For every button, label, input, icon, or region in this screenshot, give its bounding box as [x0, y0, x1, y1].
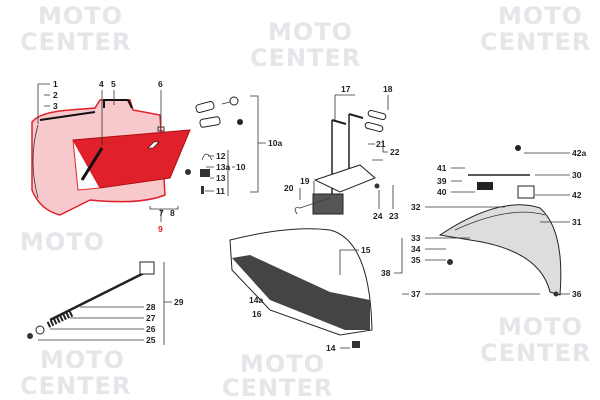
part-label-21: 21	[376, 139, 386, 149]
watermark-text: CENTER	[20, 372, 131, 400]
watermark-text: CENTER	[480, 339, 591, 367]
part-label-22: 22	[390, 147, 400, 157]
part-label-38: 38	[381, 268, 391, 278]
leader-lines	[37, 83, 570, 349]
leg-shield	[229, 228, 373, 348]
part-label-10: 10	[236, 162, 246, 172]
part-label-3: 3	[53, 101, 58, 111]
part-label-40: 40	[437, 187, 447, 197]
glovebox-assembly	[31, 99, 191, 216]
part-label-24: 24	[373, 211, 383, 221]
part-label-35: 35	[411, 255, 421, 265]
part-label-2: 2	[53, 90, 58, 100]
part-label-10a: 10a	[268, 138, 282, 148]
part-label-5: 5	[111, 79, 116, 89]
part-label-37: 37	[411, 289, 421, 299]
part-label-42: 42	[572, 190, 582, 200]
watermark-text: MOTO	[240, 350, 325, 378]
part-label-34: 34	[411, 244, 421, 254]
part-label-23: 23	[389, 211, 399, 221]
part-label-12: 12	[216, 151, 226, 161]
part-label-20: 20	[284, 183, 294, 193]
part-label-7: 7	[159, 208, 164, 218]
part-label-14a: 14a	[249, 295, 263, 305]
part-label-33: 33	[411, 233, 421, 243]
watermark-text: MOTO	[38, 2, 123, 30]
part-label-17: 17	[341, 84, 351, 94]
part-label-29: 29	[174, 297, 184, 307]
part-label-11: 11	[216, 186, 225, 196]
watermark-text: MOTO	[498, 2, 583, 30]
part-label-18: 18	[383, 84, 393, 94]
part-label-19: 19	[300, 176, 310, 186]
watermark-text: MOTO	[40, 346, 125, 374]
part-label-39: 39	[437, 176, 447, 186]
part-label-4: 4	[99, 79, 104, 89]
watermark-text: CENTER	[250, 44, 361, 72]
part-label-36: 36	[572, 289, 582, 299]
part-label-16: 16	[252, 309, 262, 319]
kickstart	[27, 261, 155, 339]
part-label-8: 8	[170, 208, 175, 218]
center-bracket	[294, 109, 387, 215]
part-label-9: 9	[158, 224, 163, 234]
part-label-15: 15	[361, 245, 371, 255]
part-label-13a: 13a	[216, 162, 230, 172]
part-label-31: 31	[572, 217, 582, 227]
part-label-13: 13	[216, 173, 226, 183]
part-label-41: 41	[437, 163, 447, 173]
part-label-27: 27	[146, 313, 156, 323]
lock-parts	[185, 96, 243, 194]
part-label-42a: 42a	[572, 148, 586, 158]
part-label-26: 26	[146, 324, 156, 334]
part-label-32: 32	[411, 202, 421, 212]
part-label-30: 30	[572, 170, 582, 180]
watermark-text: CENTER	[222, 374, 333, 400]
mudguard	[438, 145, 562, 297]
part-label-14: 14	[326, 343, 336, 353]
watermark-text: CENTER	[20, 28, 131, 56]
watermark-text: MOTO	[498, 313, 583, 341]
watermark-text: MOTO	[268, 18, 353, 46]
watermark-text: CENTER	[480, 28, 591, 56]
part-label-1: 1	[53, 79, 58, 89]
part-label-25: 25	[146, 335, 156, 345]
watermark-text: MOTO	[20, 228, 105, 256]
part-label-6: 6	[158, 79, 163, 89]
part-label-28: 28	[146, 302, 156, 312]
